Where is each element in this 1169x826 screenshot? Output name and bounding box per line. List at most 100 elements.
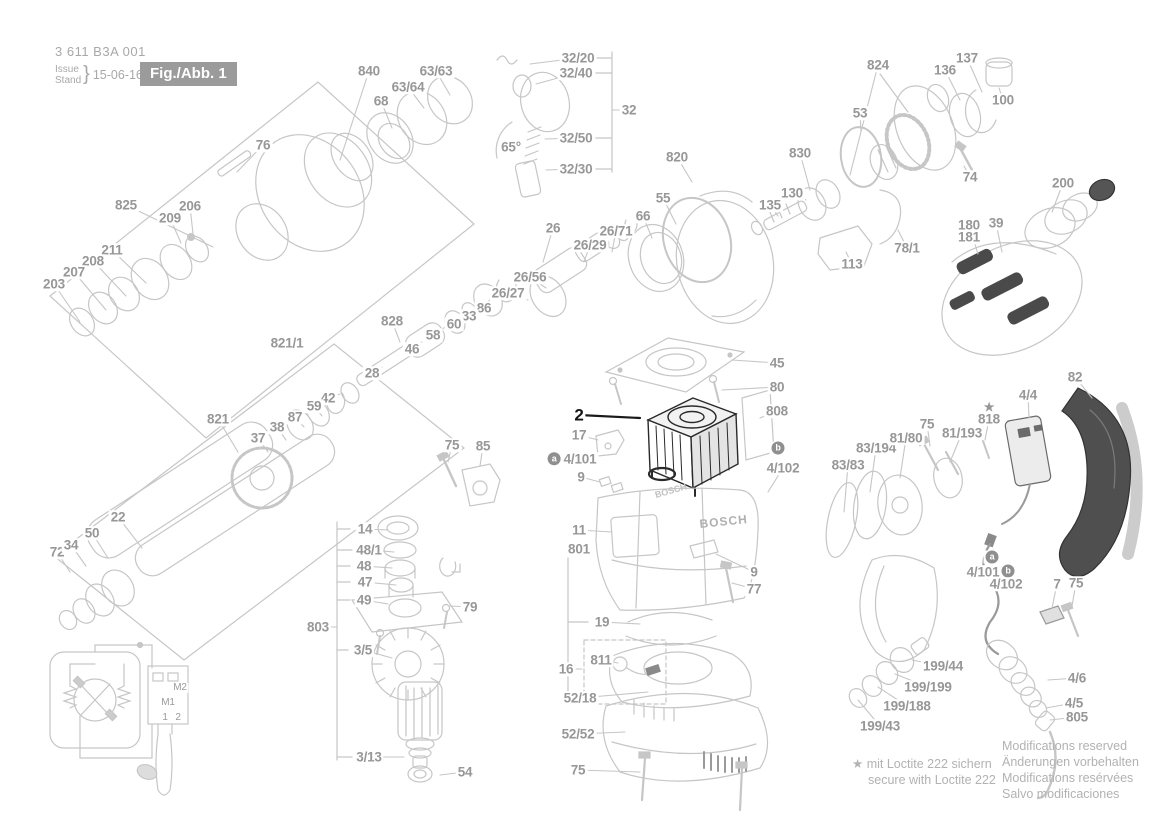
- part-number-text: 16: [558, 661, 574, 677]
- part-number-text: 818: [978, 411, 1000, 427]
- part-label: 4/102: [764, 460, 802, 476]
- part-label: 22: [108, 510, 128, 524]
- part-number-text: 45: [769, 355, 785, 371]
- part-number-text: 1: [162, 712, 168, 723]
- part-number-text: 82: [1067, 369, 1083, 385]
- part-label: 209: [157, 211, 183, 225]
- part-number-text: 32/20: [561, 50, 595, 66]
- part-number-text: 805: [1066, 709, 1088, 725]
- part-number-text: 32/40: [559, 65, 593, 81]
- part-label: 75: [442, 437, 462, 453]
- part-number-text: 2: [574, 405, 584, 425]
- part-number-text: 81/80: [889, 430, 923, 446]
- part-label: 180: [956, 218, 982, 232]
- bosch-logo-front: BOSCH: [699, 512, 749, 531]
- part-number-text: 76: [255, 137, 271, 153]
- part-label: 49: [354, 593, 374, 607]
- part-number-text: 75: [570, 762, 586, 778]
- part-label: 63/64: [389, 79, 427, 95]
- part-label: 28: [362, 365, 382, 381]
- part-label: 59: [304, 399, 324, 413]
- part-label: 48: [354, 559, 374, 573]
- intermediate-shaft-stack: [350, 515, 464, 783]
- bearing-plate: [595, 337, 775, 494]
- lower-motor-parts: [602, 539, 769, 812]
- support-bracket: [436, 450, 501, 507]
- part-label: 80: [767, 379, 787, 395]
- hammer-housing: [627, 190, 775, 325]
- part-label: 4/6: [1065, 671, 1089, 685]
- part-label: 52/52: [559, 727, 597, 741]
- loctite-star-marker: ★: [984, 401, 995, 413]
- part-label: 2: [572, 405, 586, 425]
- part-number-text: 53: [852, 105, 868, 121]
- part-label: 181: [956, 230, 982, 244]
- part-number-text: ★: [983, 400, 995, 414]
- part-label: 26: [543, 220, 563, 236]
- part-number-text: 52/18: [563, 690, 597, 706]
- part-label: 76: [253, 137, 273, 153]
- part-label: 47: [355, 574, 375, 590]
- part-number-text: 811: [590, 652, 612, 668]
- part-number-text: 26: [545, 220, 561, 236]
- part-number-text: 820: [666, 149, 688, 165]
- part-label: 808: [764, 404, 790, 418]
- part-number-text: 79: [462, 599, 478, 615]
- part-label: 33: [459, 309, 479, 323]
- part-number-text: 48/1: [356, 542, 382, 558]
- part-label: 4/4: [1016, 388, 1040, 402]
- part-label: 4/102: [987, 577, 1025, 591]
- part-label: 32: [619, 103, 639, 117]
- part-number-text: 199/199: [904, 679, 952, 695]
- wiring-badge-a: a: [985, 550, 999, 564]
- part-label: 830: [787, 146, 813, 160]
- part-number-text: 55: [655, 190, 671, 206]
- part-number-text: 199/44: [922, 658, 964, 674]
- part-label: M2: [172, 683, 188, 693]
- part-label: 207: [61, 265, 87, 279]
- part-number-text: 28: [364, 365, 380, 381]
- brace-glyph: }: [83, 63, 90, 85]
- issue-date: 15-06-16: [92, 67, 143, 82]
- part-number-text: 17: [571, 427, 587, 443]
- loctite-star-icon: ★: [852, 757, 864, 771]
- part-label: 50: [82, 526, 102, 540]
- part-number-text: 4/102: [766, 460, 800, 476]
- figure-badge: Fig./Abb. 1: [140, 62, 237, 86]
- part-number-text: 75: [444, 437, 460, 453]
- part-label: 86: [474, 301, 494, 315]
- part-label: 130: [779, 186, 805, 200]
- loctite-note: ★ mit Loctite 222 sichern secure with Lo…: [852, 756, 996, 788]
- part-label: 135: [757, 198, 783, 212]
- part-label: 1: [161, 712, 169, 723]
- part-label: 46: [402, 341, 422, 357]
- part-number-text: 80: [769, 379, 785, 395]
- part-number-text: 72: [49, 544, 65, 560]
- part-label: 200: [1050, 176, 1076, 190]
- bevel-gear-assembly: [839, 57, 1013, 188]
- stator-part-highlight: [646, 397, 739, 497]
- part-label: 48/1: [354, 542, 384, 558]
- part-number-text: 47: [357, 574, 373, 590]
- part-number-text: 63/64: [391, 79, 425, 95]
- part-number-text: 32/50: [559, 130, 593, 146]
- part-label: 53: [850, 105, 870, 121]
- shaft-cluster: [750, 179, 902, 271]
- part-number-text: 68: [373, 93, 389, 109]
- part-number-text: 46: [404, 341, 420, 357]
- part-label: 203: [41, 277, 67, 291]
- part-number-text: 203: [43, 276, 65, 292]
- part-number-text: 11: [572, 522, 586, 538]
- part-label: 9: [748, 565, 760, 579]
- part-label: 75: [568, 762, 588, 778]
- part-label: 4/5: [1062, 696, 1086, 710]
- part-number-text: 801: [568, 541, 590, 557]
- part-number-text: 200: [1052, 175, 1074, 191]
- part-number-text: 75: [1068, 575, 1084, 591]
- part-number-text: 83/83: [831, 457, 865, 473]
- part-number-text: 9: [577, 469, 585, 485]
- part-label: 818: [976, 412, 1002, 426]
